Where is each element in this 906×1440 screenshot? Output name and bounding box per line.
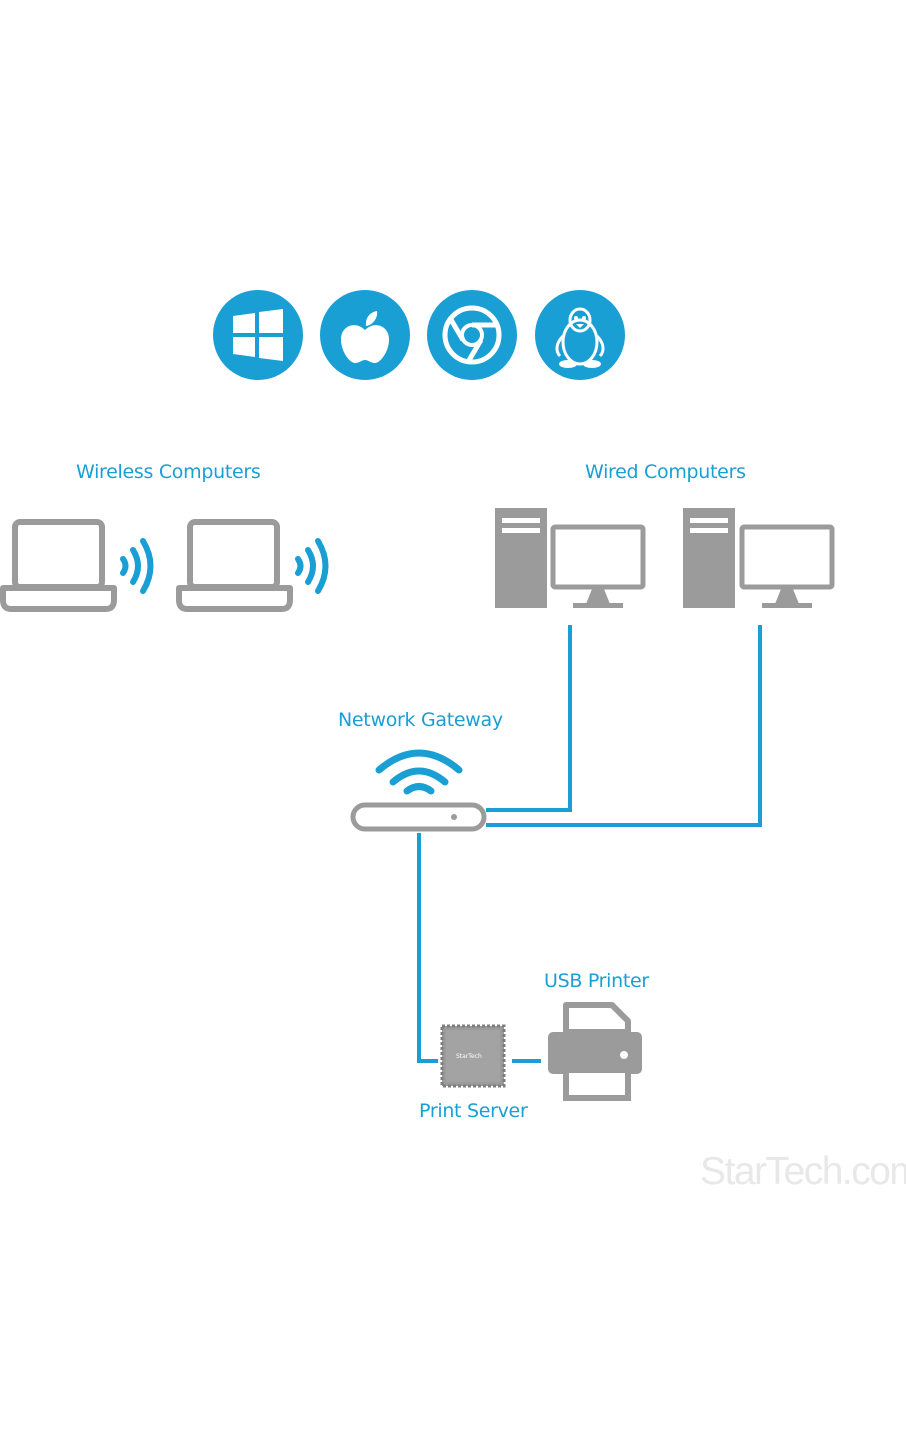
chrome-icon — [427, 290, 517, 380]
ethernet-cable-lines — [417, 625, 762, 1063]
windows-icon — [213, 290, 303, 380]
router-wifi-icon — [375, 749, 463, 795]
laptop-icon — [0, 519, 117, 612]
desktop-tower-icon — [683, 508, 735, 608]
desktop-tower-icon — [495, 508, 547, 608]
usb-printer-label: USB Printer — [544, 970, 649, 992]
startech-watermark: StarTech.com — [700, 1150, 906, 1193]
monitor-icon — [550, 524, 646, 608]
wired-computers-label: Wired Computers — [585, 461, 746, 483]
print-server-brand-label: StarTech — [456, 1053, 482, 1060]
print-server-label: Print Server — [419, 1100, 528, 1122]
wireless-computers-label: Wireless Computers — [76, 461, 261, 483]
router-icon — [350, 802, 487, 832]
printer-icon — [548, 1002, 642, 1101]
network-gateway-label: Network Gateway — [338, 709, 503, 731]
linux-tux-icon — [535, 290, 625, 380]
print-server-device: StarTech — [440, 1024, 506, 1088]
wifi-signal-icon — [295, 538, 329, 594]
monitor-icon — [739, 524, 835, 608]
laptop-icon — [176, 519, 293, 612]
apple-icon — [320, 290, 410, 380]
wifi-signal-icon — [120, 538, 154, 594]
